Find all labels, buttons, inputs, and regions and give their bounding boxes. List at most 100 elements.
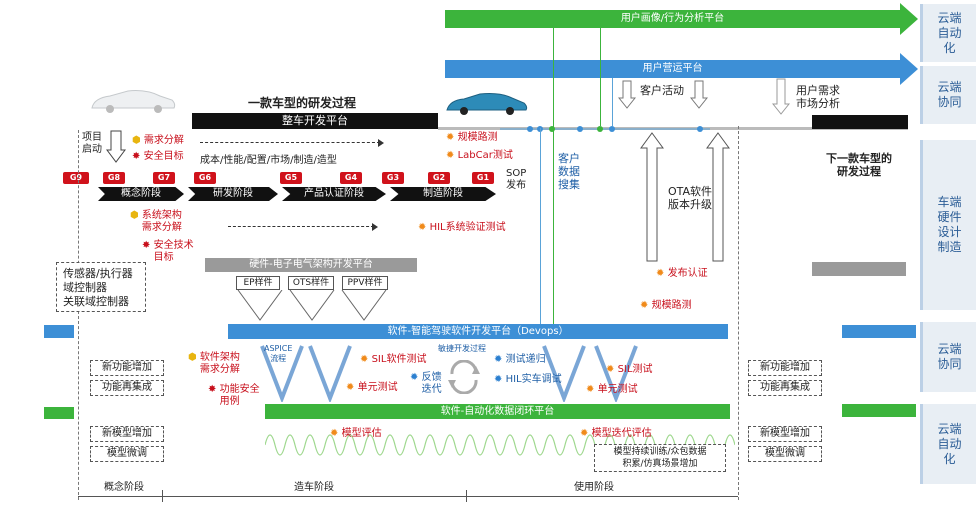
- gate-g4: G4: [340, 172, 362, 184]
- safety-goal-item: ✸ 安全目标: [132, 151, 184, 163]
- sys-arch-label: 系统架构 需求分解: [141, 210, 182, 233]
- sop-release-label: SOP 发布: [506, 168, 527, 191]
- next-model-title: 下一款车型的 研发过程: [826, 152, 892, 179]
- phase-rnd: 研发阶段: [188, 187, 278, 201]
- up-arrow-icon: [706, 132, 730, 262]
- bottom-axis-tick-1: [162, 490, 163, 502]
- down-arrow-icon: [106, 130, 126, 163]
- sw-devops-left-stub: [44, 325, 74, 338]
- phase-certification: 产品认证阶段: [282, 187, 386, 201]
- release-cert-item: ✹ 发布认证: [656, 268, 708, 280]
- left-new-model-label: 新模型增加: [102, 428, 152, 439]
- dashed-arrow-top-head: [378, 139, 384, 147]
- hil-sys-test-label: HIL系统验证测试: [429, 222, 506, 233]
- dashed-arrow-top: [200, 142, 380, 143]
- cost-perf-label: 成本/性能/配置/市场/制造/造型: [200, 155, 337, 166]
- gate-g1: G1: [472, 172, 494, 184]
- feedback-item: ✹ 反馈 迭代: [410, 372, 442, 396]
- hil-sys-test-item: ✹ HIL系统验证测试: [418, 222, 506, 234]
- scale-test-label: 规模路测: [457, 132, 498, 143]
- sil-test-item: ✹ SIL软件测试: [360, 354, 426, 366]
- right-func-reint-label: 功能再集成: [760, 382, 810, 393]
- bottom-axis-tick-2: [466, 490, 467, 502]
- feedback-loop-icon: [448, 360, 480, 394]
- test-regress-item: ✹ 测试递归: [494, 354, 546, 366]
- gear-icon: ✹: [580, 428, 589, 439]
- vline-2: [553, 26, 554, 326]
- user-ops-bar: 用户营运平台: [445, 60, 900, 78]
- safety-tech-item: ✸ 安全技术 目标: [142, 240, 194, 264]
- bottom-phase-use: 使用阶段: [572, 482, 616, 494]
- data-loop-right-stub: [842, 404, 916, 417]
- test-regress-label: 测试递归: [505, 354, 546, 365]
- user-portrait-bar: 用户画像/行为分析平台: [445, 10, 900, 28]
- model-iter-eval-item: ✹ 模型迭代评估: [580, 428, 652, 440]
- dashed-arrow-mid-head: [372, 223, 378, 231]
- up-arrow-icon: [640, 132, 664, 262]
- left-model-tune-label: 模型微调: [107, 448, 147, 459]
- ppv-parts-label: PPV样件: [347, 278, 383, 288]
- gear-icon: ✹: [346, 382, 355, 393]
- data-loop-bar: 软件-自动化数据闭环平台: [265, 404, 730, 419]
- v-model-left: [260, 345, 352, 402]
- side-label-cloud-auto-top: 云端 自动 化: [920, 4, 976, 62]
- user-ops-label: 用户营运平台: [642, 63, 703, 74]
- side-label-cloud-sync-top: 云端 协同: [920, 66, 976, 124]
- user-needs-label: 用户需求 市场分析: [796, 84, 840, 111]
- bottom-axis-line: [78, 496, 738, 497]
- sys-arch-item: ⬢ 系统架构 需求分解: [130, 210, 182, 234]
- feedback-label: 反馈 迭代: [421, 372, 442, 395]
- scale-road-test-label: 规模路测: [651, 300, 692, 311]
- model-iter-eval-label: 模型迭代评估: [591, 428, 652, 439]
- car-icon-grey: [91, 90, 176, 113]
- hil-real-label: HIL实车调试: [505, 374, 562, 385]
- separator-right: [738, 126, 739, 500]
- unit-test-2-label: 单元测试: [597, 384, 638, 395]
- model-eval-item: ✹ 模型评估: [330, 428, 382, 440]
- down-arrow-icon: [618, 80, 636, 109]
- right-func-reint-box: 功能再集成: [748, 380, 822, 396]
- ots-parts-label: OTS样件: [292, 278, 330, 288]
- model-train-box: 模型持续训练/众包数据 积累/仿真场景增加: [594, 444, 726, 472]
- hw-arch-label: 硬件-电子电气架构开发平台: [249, 259, 373, 270]
- down-arrow-icon: [690, 80, 708, 109]
- bottom-phase-build: 造车阶段: [292, 482, 336, 494]
- data-loop-label: 软件-自动化数据闭环平台: [440, 406, 555, 417]
- sw-arch-item: ⬢ 软件架构 需求分解: [188, 352, 240, 376]
- dashed-arrow-mid: [228, 226, 374, 227]
- model-train-label: 模型持续训练/众包数据 积累/仿真场景增加: [613, 447, 707, 469]
- func-safety-item: ✸ 功能安全 用例: [208, 384, 260, 408]
- vehicle-dev-label: 整车开发平台: [282, 114, 348, 127]
- labcar-test-label: LabCar测试: [457, 150, 513, 161]
- gear-icon: ✹: [586, 384, 595, 395]
- right-new-func-label: 新功能增加: [760, 362, 810, 373]
- aspice-label: ASPICE 流程: [264, 344, 293, 363]
- gear-icon: ✹: [606, 364, 615, 375]
- separator-left: [78, 130, 79, 500]
- agile-label: 敏捷开发过程: [438, 344, 486, 353]
- ep-parts-label: EP样件: [243, 278, 273, 288]
- data-loop-left-stub: [44, 407, 74, 419]
- vline-4: [612, 78, 613, 126]
- star-icon: ✸: [132, 151, 141, 162]
- side-label-vehicle-hw: 车端 硬件 设计 制造: [920, 140, 976, 310]
- gear-icon: ✹: [446, 150, 455, 161]
- hexagon-icon: ⬢: [188, 352, 197, 363]
- sil-test-label: SIL软件测试: [371, 354, 427, 365]
- connector-dots: [500, 126, 710, 132]
- right-new-model-box: 新模型增加: [748, 426, 822, 442]
- model-dev-title: 一款车型的研发过程: [248, 96, 357, 110]
- side-label-cloud-sync-mid: 云端 协同: [920, 322, 976, 392]
- vline-1: [540, 128, 541, 328]
- phase-concept: 概念阶段: [98, 187, 184, 201]
- down-arrow-icon: [772, 78, 790, 115]
- user-portrait-arrowhead: [900, 3, 918, 35]
- bottom-phase-concept: 概念阶段: [102, 482, 146, 494]
- ppv-parts-box: PPV样件: [342, 276, 388, 290]
- next-model-bar-stub: [812, 115, 908, 129]
- gear-icon: ✹: [446, 132, 455, 143]
- sil-test-2-label: SIL测试: [617, 364, 653, 375]
- left-func-reint-box: 功能再集成: [90, 380, 164, 396]
- gear-icon: ✹: [640, 300, 649, 311]
- right-new-model-label: 新模型增加: [760, 428, 810, 439]
